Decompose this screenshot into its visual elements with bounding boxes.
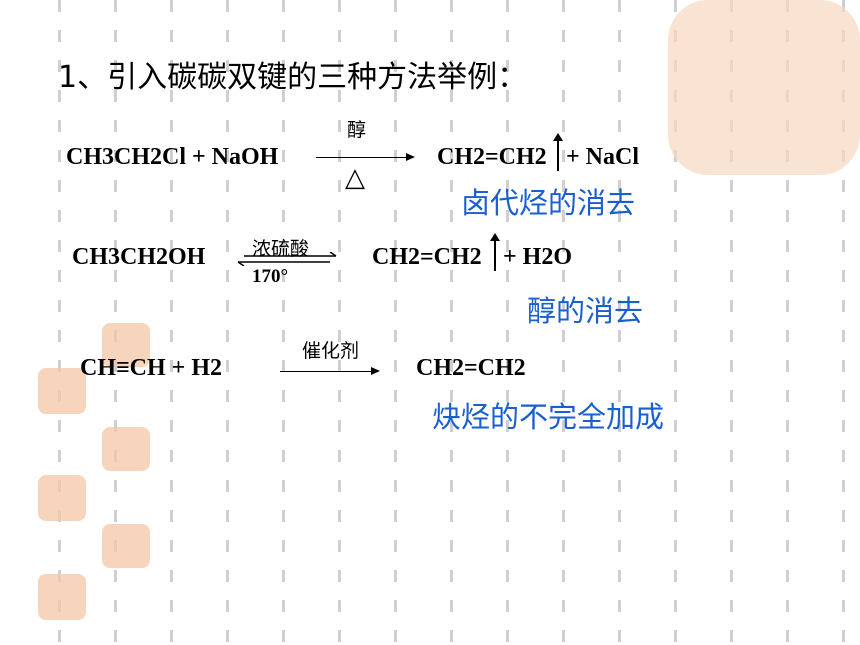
dash-line (282, 0, 285, 645)
eq2-condition-below: 170° (252, 266, 289, 287)
dash-line (618, 0, 621, 645)
decorative-seal-logo (38, 574, 86, 620)
eq2-reversible-arrow (237, 252, 337, 266)
dash-line (562, 0, 565, 645)
eq2-product-ethylene: CH2=CH2 (372, 244, 482, 270)
dash-line (506, 0, 509, 645)
eq1-condition-below: △ (345, 163, 365, 193)
dash-line (226, 0, 229, 645)
decorative-seal-logo (102, 323, 150, 367)
eq2-reactants: CH3CH2OH (72, 244, 206, 270)
eq2-condition-above: 浓硫酸 (252, 238, 310, 260)
eq2-note: 醇的消去 (527, 294, 644, 328)
decorative-seal-logo (668, 0, 860, 175)
eq3-reactants: CH≡CH + H2 (80, 355, 223, 381)
eq3-product-ethylene: CH2=CH2 (416, 355, 526, 381)
eq3-condition-above: 催化剂 (302, 340, 360, 362)
eq3-note: 炔烃的不完全加成 (432, 400, 665, 434)
eq1-reaction-arrow (316, 153, 415, 161)
dash-line (394, 0, 397, 645)
dash-line (842, 0, 845, 645)
decorative-seal-logo (38, 475, 86, 521)
eq1-product-nacl: + NaCl (566, 144, 640, 170)
eq2-product-water: + H2O (503, 244, 573, 270)
eq1-condition-above: 醇 (347, 119, 367, 141)
decorative-seal-logo (102, 427, 150, 471)
slide-title: 1、引入碳碳双键的三种方法举例： (58, 60, 528, 95)
eq3-reaction-arrow (280, 367, 380, 375)
dash-line (450, 0, 453, 645)
dash-line (338, 0, 341, 645)
decorative-seal-logo (38, 368, 86, 414)
eq1-note: 卤代烃的消去 (461, 186, 636, 220)
dash-line (786, 0, 789, 645)
dash-line (114, 0, 117, 645)
eq1-reactants: CH3CH2Cl + NaOH (66, 144, 279, 170)
dash-line (170, 0, 173, 645)
dash-line (674, 0, 677, 645)
decorative-seal-logo (102, 524, 150, 568)
dash-line (730, 0, 733, 645)
dash-line (58, 0, 61, 645)
gas-up-arrow-icon (553, 133, 563, 171)
eq1-product-ethylene: CH2=CH2 (437, 144, 547, 170)
gas-up-arrow-icon (490, 233, 500, 271)
